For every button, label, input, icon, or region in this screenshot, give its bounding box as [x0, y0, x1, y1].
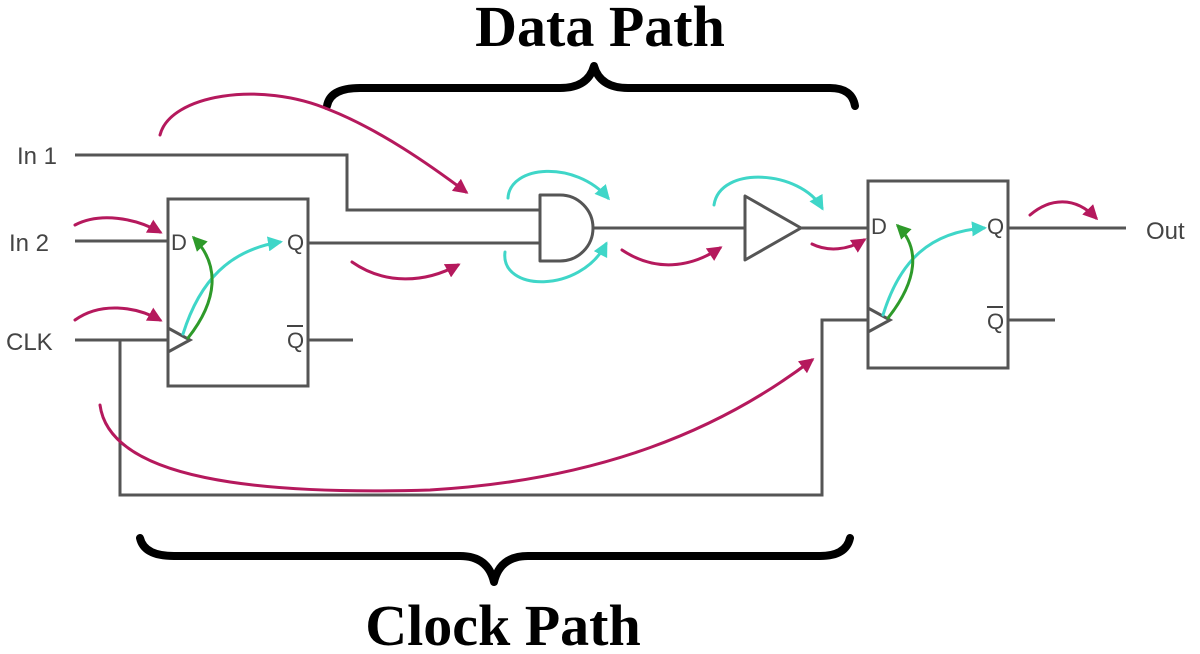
in2-label: In 2: [9, 230, 49, 257]
capture-d-pin: D: [871, 214, 887, 239]
launch-flip-flop: D Q Q: [166, 197, 310, 388]
capture-q-pin: Q: [987, 214, 1004, 239]
arrow-capture-clk-to-q: [881, 221, 987, 317]
arrow-buffer-top: [712, 175, 824, 211]
data-path-label: Data Path: [475, 0, 725, 59]
and-gate: [538, 193, 595, 263]
arrow-and-bottom: [503, 241, 608, 284]
in1-wire: [75, 153, 540, 212]
arrow-clk-to-launch: [73, 306, 163, 322]
arrow-buffer-to-d: [810, 238, 867, 253]
in1-label: In 1: [17, 143, 57, 170]
launch-q-pin: Q: [287, 230, 304, 255]
green-arrows: [186, 223, 915, 340]
clock-path-label: Clock Path: [365, 593, 641, 654]
arrow-capture-hold: [886, 223, 915, 320]
arrow-q-to-and: [350, 260, 461, 281]
arrow-launch-clk-to-q: [181, 236, 283, 336]
arrow-and-to-buffer: [620, 246, 723, 267]
capture-flip-flop: D Q Q: [866, 179, 1010, 370]
launch-d-pin: D: [171, 230, 187, 255]
arrow-clock-path: [98, 358, 815, 493]
arrow-launch-hold: [186, 235, 214, 340]
clk-label: CLK: [6, 329, 53, 356]
arrow-q-to-out: [1028, 200, 1099, 221]
magenta-arrows: [73, 92, 1099, 493]
out-label: Out: [1146, 218, 1185, 245]
capture-qbar-pin: Q: [987, 309, 1004, 334]
arrow-and-top: [506, 169, 610, 201]
clock-path-brace: [136, 534, 854, 586]
cyan-arrows: [181, 169, 987, 336]
launch-qbar-pin: Q: [287, 328, 304, 353]
buffer-gate: [743, 194, 803, 262]
data-path-brace: [323, 62, 859, 110]
arrow-in1-to-and: [158, 92, 469, 194]
arrow-in2-to-d: [73, 216, 163, 234]
